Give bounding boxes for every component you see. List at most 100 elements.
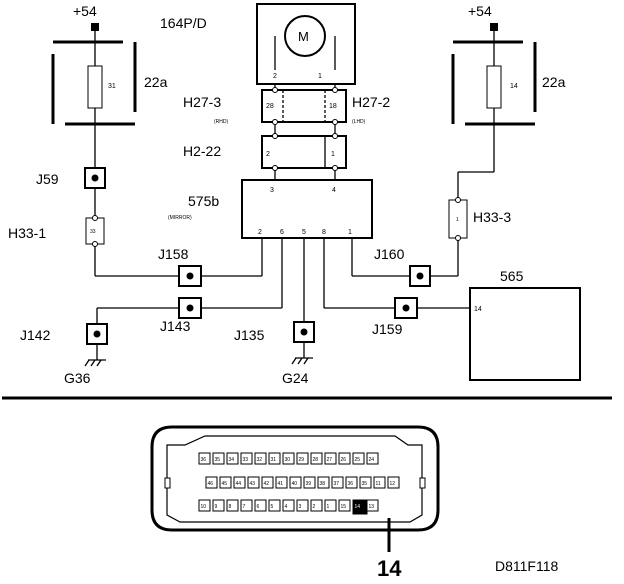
connector-pin-label: 30 (285, 457, 291, 463)
supply-terminal-left (91, 23, 99, 31)
connector-h27-3-label: H27-3 (183, 94, 221, 110)
connector-pin (331, 476, 344, 489)
connector-pin (366, 452, 379, 465)
connector-pin (338, 452, 351, 465)
connector-pin (359, 476, 372, 489)
splice-j159 (394, 297, 418, 319)
ground-g36-symbol (84, 344, 106, 367)
supply-label-left: +54 (73, 3, 97, 19)
h33-3-pin: 1 (456, 217, 459, 223)
connector-pin-label: 11 (376, 481, 381, 487)
connector-h27: 28 18 (261, 87, 347, 125)
connector-pin-label: 9 (215, 504, 218, 510)
connector-pin (219, 476, 232, 489)
connector-pin-label: 27 (327, 457, 333, 463)
module-575b: 3 4 2 6 5 8 1 (241, 179, 373, 239)
connector-pin (317, 476, 330, 489)
motor-pin-right: 1 (318, 73, 322, 80)
module-pin-4: 4 (332, 187, 336, 194)
splice-j142 (86, 323, 108, 345)
module-565-pin: 14 (474, 306, 482, 313)
h27-pin-left: 28 (266, 103, 274, 110)
ground-g36-label: G36 (64, 370, 91, 386)
splice-j59-label: J59 (36, 171, 59, 187)
connector-pin (198, 499, 211, 512)
connector-h33-1: 33 (85, 215, 105, 247)
motor-box: M 2 1 (256, 3, 356, 85)
h33-1-pin: 33 (90, 229, 96, 235)
connector-pin (261, 476, 274, 489)
module-575b-label: 575b (188, 193, 219, 209)
module-565: 14 (469, 287, 581, 381)
connector-callout-label: 14 (377, 556, 402, 581)
splice-j158-label: J158 (158, 246, 189, 262)
connector-pin (282, 499, 295, 512)
connector-pin-label: 36 (201, 457, 207, 463)
splice-j158 (178, 265, 202, 287)
figure-code-label: D811F118 (495, 558, 559, 574)
connector-pin (233, 476, 246, 489)
splice-j142-label: J142 (20, 327, 51, 343)
motor-pin-left: 2 (273, 73, 277, 80)
connector-pin (268, 499, 281, 512)
connector-pin (310, 452, 323, 465)
connector-pin (247, 476, 260, 489)
splice-j143-label: J143 (160, 318, 191, 334)
connector-pin-label: 14 (355, 504, 361, 510)
connector-pin-label: 7 (243, 504, 246, 510)
connector-pin-label: 44 (236, 481, 242, 487)
connector-pin-label: 28 (313, 457, 319, 463)
connector-pin-label: 10 (201, 504, 207, 510)
connector-pin-label: 39 (306, 481, 312, 487)
connector-pin (289, 476, 302, 489)
motor-symbol: M (298, 29, 309, 44)
connector-pin (240, 452, 253, 465)
connector-pin (254, 452, 267, 465)
connector-pin-label: 2 (313, 504, 316, 510)
connector-pin-label: 24 (369, 457, 375, 463)
connector-pin-label: 35 (362, 481, 368, 487)
fuse-box-right: 14 22a (451, 40, 566, 126)
connector-pin (226, 452, 239, 465)
connector-pin-label: 26 (341, 457, 347, 463)
h2-pin-left: 2 (266, 151, 270, 158)
connector-pin-label: 38 (320, 481, 326, 487)
connector-pin-label: 42 (264, 481, 270, 487)
supply-terminal-right (490, 23, 498, 31)
connector-pin-label: 40 (292, 481, 298, 487)
splice-j59 (84, 167, 106, 189)
module-pin-8: 8 (322, 229, 326, 236)
connector-pin (212, 452, 225, 465)
connector-pin-label: 15 (341, 504, 347, 510)
fuse-left-number: 31 (108, 83, 116, 90)
h27-pin-right: 18 (329, 103, 337, 110)
fuse-box-left: 31 22a (51, 40, 168, 126)
fuse-right-label: 22a (542, 74, 566, 90)
connector-pin (345, 476, 358, 489)
connector-pin (198, 452, 211, 465)
connector-pin (303, 476, 316, 489)
connector-pin-label: 41 (278, 481, 284, 487)
connector-pin (352, 452, 365, 465)
connector-pin-label: 29 (299, 457, 305, 463)
connector-pin-label: 1 (327, 504, 330, 510)
connector-pin-label: 25 (355, 457, 361, 463)
connector-pin-label: 46 (208, 481, 214, 487)
connector-pin (366, 499, 379, 512)
connector-pin (310, 499, 323, 512)
connector-h33-1-label: H33-1 (8, 225, 46, 241)
splice-j135 (293, 321, 315, 343)
connector-pin-label: 13 (369, 504, 375, 510)
module-575b-sub: (MIRROR) (168, 215, 192, 221)
connector-pin (387, 476, 400, 489)
supply-label-right: +54 (468, 3, 492, 19)
connector-pin-label: 45 (222, 481, 228, 487)
module-565-label: 565 (500, 268, 524, 284)
h2-pin-right: 1 (331, 151, 335, 158)
connector-h27-2-sub: (LHD) (352, 119, 366, 125)
connector-pin-label: 37 (334, 481, 340, 487)
connector-pin-label: 6 (257, 504, 260, 510)
connector-pin (338, 499, 351, 512)
connector-pin-label: 3 (299, 504, 302, 510)
